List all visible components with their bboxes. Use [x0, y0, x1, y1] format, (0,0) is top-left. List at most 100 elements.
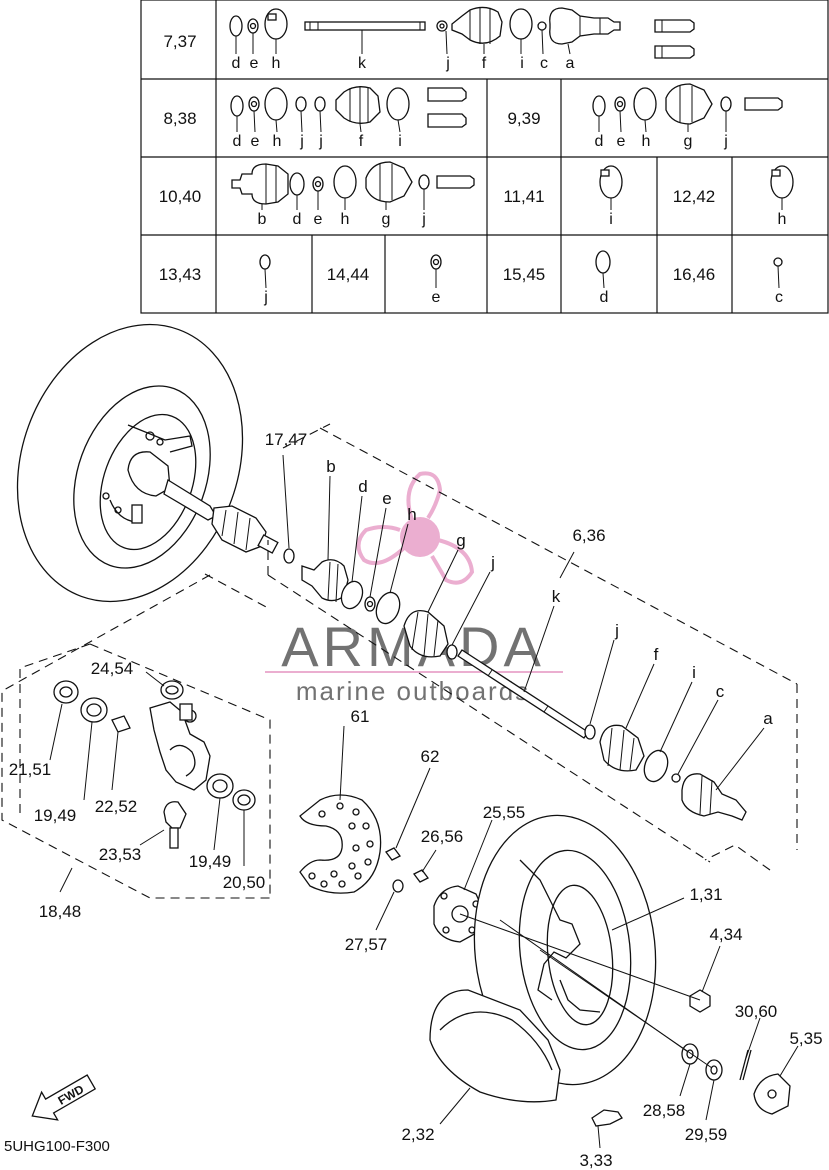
- callout-3-33: 3,33: [579, 1151, 612, 1170]
- shaft-leader-lines: [282, 454, 765, 791]
- row-label: 7,37: [163, 32, 196, 51]
- kit-letter: i: [520, 55, 524, 72]
- callout-i: i: [692, 663, 696, 682]
- callout-21-51: 21,51: [9, 760, 52, 779]
- kit-letter: b: [258, 211, 267, 228]
- callout-2-32: 2,32: [401, 1125, 434, 1144]
- reference-table: 7,37 8,38 9,39 10,40 11,41 12,42 13,43 1…: [140, 0, 829, 314]
- callout-29-59: 29,59: [685, 1125, 728, 1144]
- kit-letter: j: [723, 133, 728, 150]
- brake-disc: [299, 794, 382, 894]
- callout-20-50: 20,50: [223, 873, 266, 892]
- front-wheel-assembly: [16, 323, 279, 603]
- callout-17-47: 17,47: [265, 430, 308, 449]
- fwd-arrow-icon: [31, 1074, 97, 1121]
- kit-7-37-parts: [229, 6, 695, 59]
- callout-25-55: 25,55: [483, 803, 526, 822]
- callout-d: d: [358, 477, 367, 496]
- kit-letter: j: [445, 55, 450, 72]
- kit-letter: e: [617, 133, 626, 150]
- kit-letter: h: [272, 55, 281, 72]
- row-label: 8,38: [163, 109, 196, 128]
- callout-e: e: [382, 489, 391, 508]
- callout-4-34: 4,34: [709, 925, 742, 944]
- kit-letter: d: [600, 289, 609, 306]
- drive-shaft-assembly: [283, 548, 747, 821]
- kit-letter: k: [358, 55, 367, 72]
- diagram-code: 5UHG100-F300: [4, 1138, 110, 1155]
- callout-j: j: [614, 621, 619, 640]
- watermark-tagline: marine outboards: [296, 676, 530, 706]
- kit-letter: g: [382, 211, 391, 228]
- row-label: 11,41: [503, 187, 544, 206]
- kit-letter: c: [775, 289, 783, 306]
- armada-propeller-logo: [356, 471, 475, 585]
- kit-letter: h: [642, 133, 651, 150]
- kit-letter: e: [250, 55, 259, 72]
- callout-k: k: [552, 587, 561, 606]
- row-label: 14,44: [327, 265, 370, 284]
- callout-61: 61: [351, 707, 370, 726]
- callout-24-54: 24,54: [91, 659, 134, 678]
- kit-letter: h: [778, 211, 787, 228]
- callout-22-52: 22,52: [95, 797, 138, 816]
- shaft-letter-labels: b d e h g j k j f i c a: [326, 457, 773, 728]
- callout-62: 62: [421, 747, 440, 766]
- kit-letter: j: [318, 133, 323, 150]
- row-label: 12,42: [673, 187, 716, 206]
- kit-single-parts: [259, 165, 794, 274]
- knuckle-assembly: [53, 680, 256, 849]
- row-label: 9,39: [507, 109, 540, 128]
- callout-28-58: 28,58: [643, 1101, 686, 1120]
- rear-wheel-assembly: [429, 814, 791, 1127]
- callout-6-36: 6,36: [572, 526, 605, 545]
- callout-19-49: 19,49: [34, 806, 77, 825]
- kit-letter: h: [341, 211, 350, 228]
- callout-a: a: [763, 709, 773, 728]
- kit-letter: e: [251, 133, 260, 150]
- callout-30-60: 30,60: [735, 1002, 778, 1021]
- callout-27-57: 27,57: [345, 935, 388, 954]
- kit-letter: d: [595, 133, 604, 150]
- callout-f: f: [654, 645, 659, 664]
- kit-letter: j: [421, 211, 426, 228]
- callout-18-48: 18,48: [39, 902, 82, 921]
- callout-h: h: [407, 505, 416, 524]
- row-label: 15,45: [503, 265, 546, 284]
- callout-c: c: [716, 682, 725, 701]
- callout-g: g: [456, 531, 465, 550]
- callout-19-49: 19,49: [189, 852, 232, 871]
- callout-26-56: 26,56: [421, 827, 464, 846]
- kit-letter: j: [263, 289, 268, 306]
- kit-letter: f: [359, 133, 364, 150]
- row-label: 10,40: [159, 187, 202, 206]
- kit-letter: e: [314, 211, 323, 228]
- dashed-group-lines: [1, 423, 798, 899]
- kit-letter: c: [540, 55, 548, 72]
- kit-9-39-parts: [592, 83, 783, 125]
- kit-letter: e: [432, 289, 441, 306]
- callout-1-31: 1,31: [689, 885, 722, 904]
- callout-23-53: 23,53: [99, 845, 142, 864]
- callout-5-35: 5,35: [789, 1029, 822, 1048]
- hub-and-hardware: [385, 847, 485, 943]
- numeric-callouts: 17,47 6,36 24,54 61 62 21,51 19,49 22,52…: [9, 430, 823, 1170]
- kit-letter: g: [684, 133, 693, 150]
- fwd-arrow: FWD: [31, 1074, 97, 1121]
- kit-letter: j: [299, 133, 304, 150]
- kit-letter: d: [233, 133, 242, 150]
- kit-letter: i: [398, 133, 402, 150]
- kit-8-38-parts: [230, 86, 467, 128]
- callout-j: j: [490, 553, 495, 572]
- callout-b: b: [326, 457, 335, 476]
- callout-leaders: [49, 551, 799, 1149]
- kit-10-40-parts: [231, 161, 475, 205]
- kit-letter: a: [566, 55, 575, 72]
- kit-letter: d: [232, 55, 241, 72]
- kit-letter: i: [609, 211, 613, 228]
- kit-letter: f: [482, 55, 487, 72]
- row-label: 16,46: [673, 265, 716, 284]
- kit-letter: d: [293, 211, 302, 228]
- row-label: 13,43: [159, 265, 202, 284]
